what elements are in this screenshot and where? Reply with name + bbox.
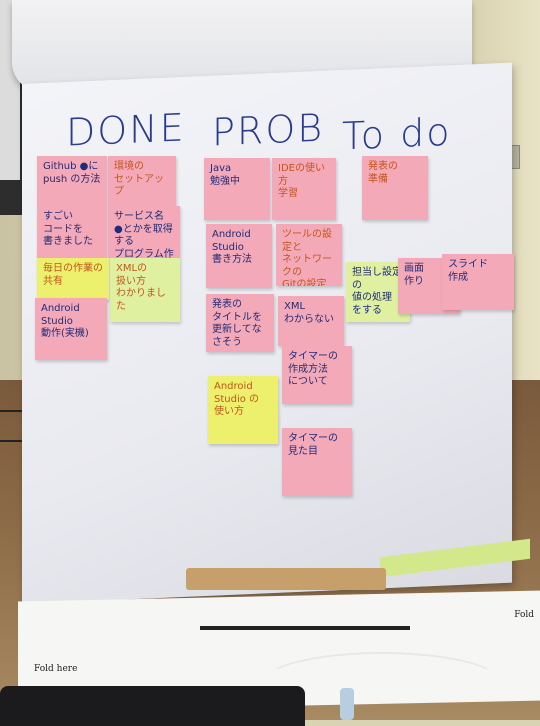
sticky-note-prob[interactable]: タイマーの 見た目 <box>282 428 352 496</box>
column-heading-todo: To do <box>342 109 452 159</box>
sticky-note-done[interactable]: 環境の セットアップ <box>108 156 176 206</box>
sticky-note-done[interactable]: Github ●に push の方法 <box>37 156 107 206</box>
pen <box>340 688 354 720</box>
sticky-note-prob[interactable]: XML わからない <box>278 296 344 346</box>
sticky-note-prob[interactable]: タイマーの 作成方法 について <box>282 346 352 404</box>
sticky-note-todo[interactable]: スライド 作成 <box>442 254 514 310</box>
sticky-note-prob[interactable]: Android Studio の 使い方 <box>208 376 278 444</box>
sticky-note-done[interactable]: サービス名 ●とかを取得する プログラム作成 <box>108 206 180 258</box>
fold-here-label: Fold here <box>34 664 78 674</box>
sticky-note-prob[interactable]: 発表の タイトルを 更新してなさそう <box>206 294 274 352</box>
sticky-note-prob[interactable]: ツールの設定と ネットワークの Gitの設定を 改善したい <box>276 224 342 286</box>
sticky-note-prob[interactable]: Android Studio 書き方法 <box>206 224 272 288</box>
sticky-note-prob[interactable]: IDEの使い方 学習 <box>272 158 336 220</box>
sticky-note-done[interactable]: Android Studio 動作(実機) <box>35 298 107 360</box>
fold-line <box>200 626 410 630</box>
sticky-note-done[interactable]: 毎日の作業の 共有 <box>37 258 109 300</box>
sticky-note-done[interactable]: XMLの 扱い方 わかりました <box>110 258 180 322</box>
column-heading-prob: PROB <box>212 105 325 155</box>
cable <box>260 652 504 716</box>
floor-cable <box>0 440 40 442</box>
laptop <box>0 686 305 726</box>
sticky-note-prob[interactable]: Java 勉強中 <box>204 158 270 220</box>
floor-cable <box>0 410 40 412</box>
sticky-note-done[interactable]: すごい コードを 書きました <box>37 206 107 258</box>
column-heading-done: DONE <box>66 105 186 155</box>
sticky-note-todo[interactable]: 発表の 準備 <box>362 156 428 220</box>
easel-shelf <box>186 568 386 590</box>
fold-right-label: Fold <box>514 610 534 620</box>
